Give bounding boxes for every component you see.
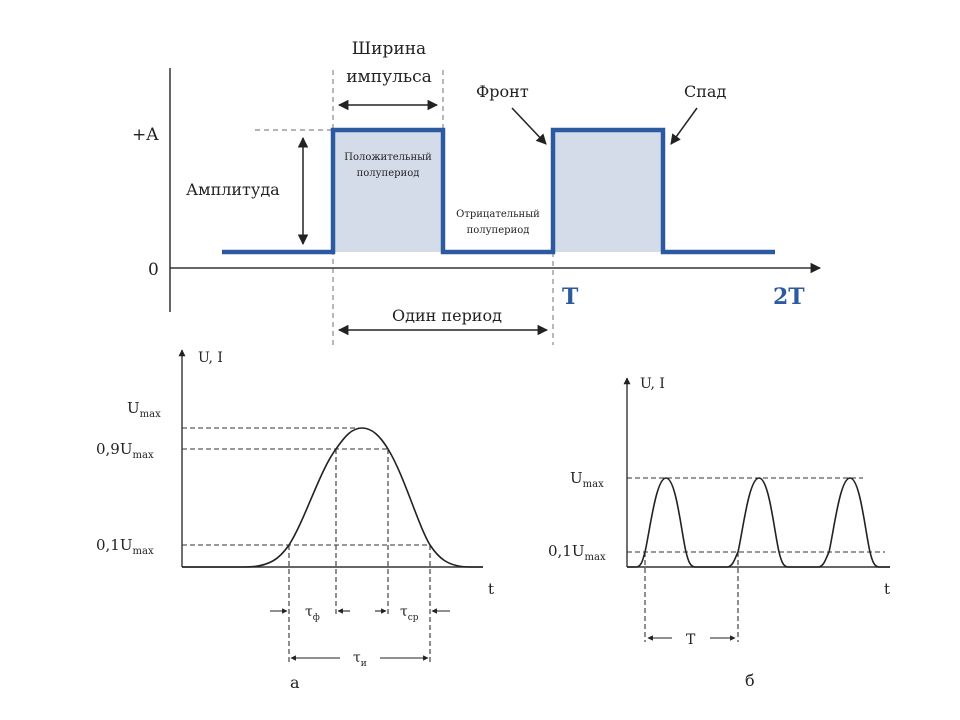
t1-label: T (562, 284, 579, 310)
decay-label: Спад (684, 82, 726, 101)
front-label: Фронт (476, 82, 529, 101)
front-pointer-arrow (511, 107, 547, 145)
pulse-fill-2 (553, 130, 663, 252)
pulse-signal (222, 127, 775, 255)
a-caption: а (290, 673, 300, 692)
b-umax-label: Umax (570, 469, 604, 490)
b-period-label: T (686, 632, 696, 648)
negative-half-label-1: Отрицательный (456, 209, 540, 220)
a-u09-label: 0,9Umax (96, 440, 154, 461)
rectangular-pulse-diagram: +A 0 Амплитуда Ширина импульса Фронт Спа… (132, 39, 822, 345)
b-pulse-train (627, 477, 890, 568)
width-label-line2: импульса (346, 67, 432, 87)
t2-label: 2T (773, 284, 805, 310)
a-u01-label: 0,1Umax (96, 536, 154, 557)
decay-pointer-arrow (670, 107, 698, 145)
a-tau-sp-label: τср (400, 604, 419, 623)
a-x-axis-label: t (488, 580, 494, 598)
a-tau-i-label: τи (353, 650, 367, 669)
positive-half-label-2: полупериод (357, 168, 420, 179)
negative-half-label-2: полупериод (467, 225, 530, 236)
period-label: Один период (392, 306, 502, 325)
single-pulse-diagram-a: U, I Umax 0,9Umax 0,1Umax t τф τср τи а (96, 349, 494, 692)
pulse-fill-1 (333, 130, 443, 252)
a-umax-label: Umax (127, 399, 161, 420)
b-u01-label: 0,1Umax (548, 542, 606, 563)
positive-half-label-1: Положительный (344, 152, 432, 163)
width-label-line1: Ширина (352, 39, 426, 59)
a-tau-f-label: τф (305, 604, 320, 623)
a-y-axis-label: U, I (198, 350, 223, 366)
level-zero-label: 0 (148, 260, 159, 280)
b-y-axis-label: U, I (640, 376, 665, 392)
b-caption: б (745, 671, 755, 690)
level-high-label: +A (132, 125, 159, 145)
amplitude-label: Амплитуда (186, 180, 280, 199)
b-x-axis-label: t (884, 580, 890, 598)
a-pulse-curve (182, 427, 483, 568)
pulse-train-diagram-b: U, I Umax 0,1Umax t T б (548, 376, 890, 690)
